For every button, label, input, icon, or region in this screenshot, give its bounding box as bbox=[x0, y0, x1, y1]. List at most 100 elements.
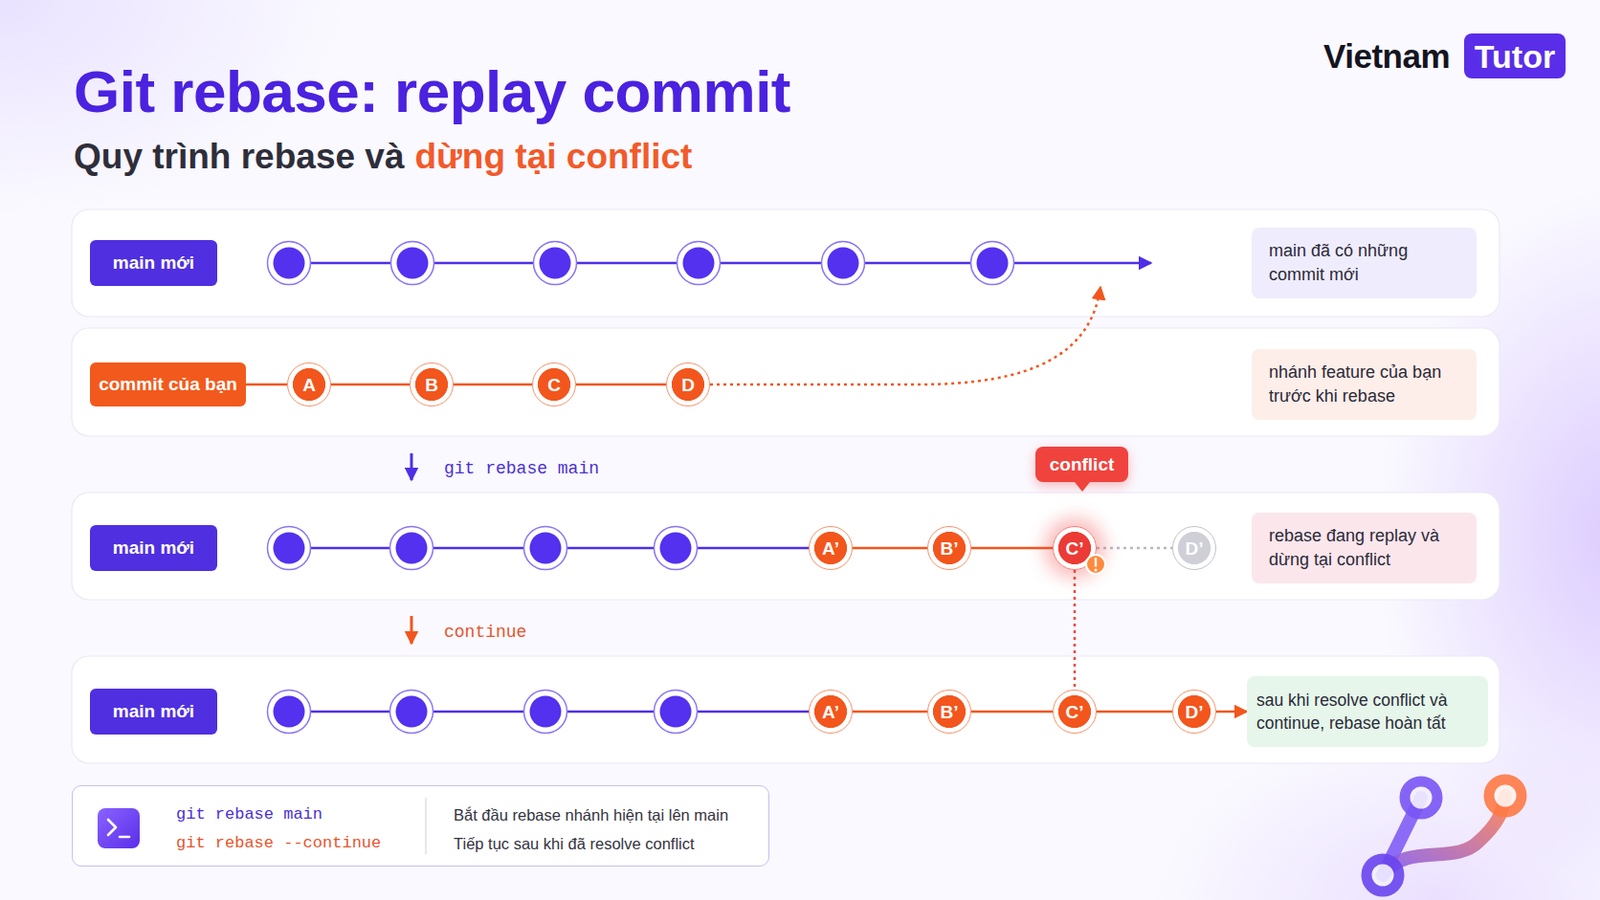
node: A’ bbox=[808, 526, 853, 571]
command-label: git rebase main bbox=[444, 458, 600, 480]
commit-dot bbox=[660, 533, 692, 565]
warning-mark bbox=[1094, 558, 1097, 567]
warning-badge bbox=[1086, 555, 1106, 575]
row-card bbox=[71, 328, 1500, 437]
commit-dot-ring bbox=[533, 242, 578, 286]
commit-dot bbox=[273, 533, 306, 565]
commit-link bbox=[245, 383, 288, 387]
commit-dot bbox=[273, 696, 306, 729]
commit-dot bbox=[827, 247, 860, 280]
commit-dot bbox=[530, 696, 562, 729]
warning-mark bbox=[1094, 569, 1098, 573]
commit-dot-ring bbox=[390, 527, 434, 571]
note-text: sau khi resolve conflict và continue, re… bbox=[1256, 688, 1479, 735]
command-description: Tiếp tục sau khi đã resolve conflict bbox=[453, 833, 695, 855]
commit-label: C’ bbox=[1066, 539, 1085, 558]
note-text: rebase đang replay và dừng tại conflict bbox=[1268, 524, 1460, 573]
step-arrow bbox=[410, 616, 414, 645]
commit-dot bbox=[396, 533, 428, 565]
caption-highlight: dừng tại conflict bbox=[414, 135, 692, 178]
commit-dot-ring bbox=[654, 690, 698, 734]
node: D’ bbox=[1172, 689, 1217, 734]
commit-link bbox=[1096, 711, 1173, 714]
step-arrow bbox=[410, 453, 414, 481]
commit-dot bbox=[530, 533, 562, 565]
commit-label: B’ bbox=[940, 539, 959, 558]
title: Git rebase: replay commit bbox=[73, 59, 791, 125]
branch-decoration bbox=[1382, 798, 1422, 876]
commit-dot-ring bbox=[267, 527, 312, 571]
commit-dot-ring bbox=[524, 527, 568, 571]
caption: Quy trình rebase và bbox=[73, 135, 404, 178]
commit-label: B’ bbox=[940, 703, 959, 722]
commit-dot-ring bbox=[524, 690, 568, 734]
note-box: main đã có những commit mới bbox=[1251, 227, 1477, 299]
node: B’ bbox=[927, 526, 972, 571]
row-card bbox=[71, 656, 1500, 764]
commit-label: A bbox=[302, 376, 316, 395]
commit-label: A’ bbox=[822, 703, 840, 722]
commit-link bbox=[1216, 711, 1247, 714]
command-description: Bắt đầu rebase nhánh hiện tại lên main bbox=[453, 804, 729, 826]
commit-label: D’ bbox=[1185, 703, 1204, 722]
commit-dot-ring bbox=[822, 242, 866, 286]
commit-dot-ring bbox=[654, 527, 698, 571]
commit-link bbox=[1096, 547, 1173, 551]
branch-decoration bbox=[1382, 796, 1506, 876]
node: D bbox=[666, 362, 711, 407]
commit-link bbox=[1073, 570, 1077, 690]
tag-text: commit của bạn bbox=[98, 374, 238, 396]
commit-link bbox=[971, 547, 1053, 551]
node: A bbox=[287, 362, 332, 407]
command-text: git rebase main bbox=[176, 804, 323, 826]
node: B bbox=[409, 362, 454, 407]
node: D’ bbox=[1172, 526, 1217, 571]
tag-text: main mới bbox=[112, 537, 195, 559]
commit-link bbox=[576, 383, 667, 387]
branch-tag: commit của bạn bbox=[89, 362, 246, 407]
branch-tag: main mới bbox=[89, 688, 218, 735]
commit-label: B bbox=[424, 376, 439, 395]
commit-label: A’ bbox=[822, 539, 840, 558]
branch-decoration-node bbox=[1404, 781, 1438, 815]
brand-name: Vietnam bbox=[1323, 39, 1450, 73]
commit-dot-ring bbox=[677, 242, 721, 286]
branch-tag: main mới bbox=[89, 240, 218, 287]
command-text: git rebase --continue bbox=[176, 833, 381, 855]
commit-label: C bbox=[547, 376, 561, 395]
terminal-icon-glyph bbox=[119, 836, 130, 840]
note-box: nhánh feature của bạn trước khi rebase bbox=[1251, 349, 1477, 421]
commit-label: D’ bbox=[1185, 539, 1204, 558]
terminal-icon bbox=[97, 808, 140, 849]
commit-link bbox=[331, 383, 410, 387]
commit-link bbox=[852, 711, 928, 714]
branch-tag: main mới bbox=[89, 525, 218, 572]
command-box: git rebase main git rebase --continue Bắt … bbox=[71, 785, 770, 867]
commit-dot-ring bbox=[391, 242, 435, 286]
node: B’ bbox=[927, 689, 972, 734]
branch-decoration-node bbox=[1366, 859, 1400, 892]
brand-tag: Tutor bbox=[1464, 33, 1566, 79]
conflict-callout: conflict bbox=[1035, 446, 1129, 483]
terminal-icon-glyph bbox=[108, 820, 116, 836]
commit-dot-ring bbox=[971, 242, 1015, 286]
commit-dot bbox=[396, 696, 428, 729]
callout-text: conflict bbox=[1049, 454, 1115, 476]
commit-label: D bbox=[681, 376, 695, 395]
commit-label: C’ bbox=[1066, 703, 1085, 722]
row-card bbox=[71, 209, 1500, 317]
note-box: sau khi resolve conflict và continue, re… bbox=[1246, 676, 1489, 748]
branch-decoration-node bbox=[1488, 779, 1522, 813]
commit-link bbox=[453, 383, 533, 387]
tag-text: main mới bbox=[112, 701, 195, 723]
commit-link bbox=[852, 547, 928, 551]
commit-link bbox=[971, 711, 1053, 714]
command-label: continue bbox=[444, 622, 527, 644]
subtitle-row: Quy trình rebase vàdừng tại conflict bbox=[73, 135, 692, 178]
row-card bbox=[71, 492, 1500, 600]
commit-dot bbox=[977, 247, 1009, 280]
commit-dot-ring bbox=[267, 690, 312, 734]
commit-dot-ring bbox=[267, 242, 312, 286]
column-divider bbox=[424, 798, 426, 855]
commit-dot bbox=[273, 247, 306, 280]
